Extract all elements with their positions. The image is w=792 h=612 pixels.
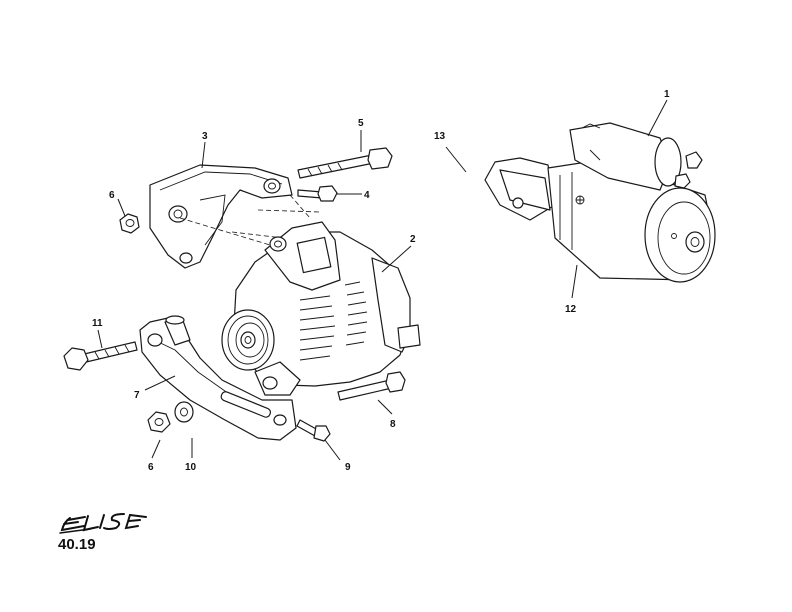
callout-4: 4: [364, 190, 370, 201]
callout-2: 2: [410, 234, 416, 245]
upper-mounting-bracket: [149, 164, 293, 269]
callout-7: 7: [134, 390, 140, 401]
callout-3: 3: [202, 131, 208, 142]
callout-6-lower: 6: [148, 462, 154, 473]
callout-5: 5: [358, 118, 364, 129]
starter-motor: [484, 122, 716, 283]
plain-washer: [174, 401, 194, 423]
adjusting-bolt: [296, 419, 331, 442]
alternator: [221, 221, 421, 396]
lower-adjusting-bracket: [139, 315, 297, 441]
leader-lines: [97, 99, 668, 461]
callout-13: 13: [434, 131, 446, 142]
callout-12: 12: [565, 304, 577, 315]
assembly-line: [179, 194, 321, 246]
alternator-through-bolt: [337, 371, 406, 401]
bracket-pivot-bolt: [63, 341, 138, 371]
callout-1: 1: [664, 89, 670, 100]
callouts: 1 2 3 4 5 6 7 8 9 10 6 11 12 13: [92, 89, 670, 473]
elise-logo: [59, 513, 147, 534]
callout-10: 10: [185, 462, 197, 473]
short-bolt: [297, 185, 338, 202]
flange-nut-upper: [119, 213, 140, 234]
long-bolt: [297, 147, 393, 179]
page-reference-code: 40.19: [58, 536, 96, 553]
callout-6-upper: 6: [109, 190, 115, 201]
callout-8: 8: [390, 419, 396, 430]
callout-9: 9: [345, 462, 351, 473]
callout-11: 11: [92, 318, 103, 329]
flange-nut-lower: [147, 411, 171, 433]
